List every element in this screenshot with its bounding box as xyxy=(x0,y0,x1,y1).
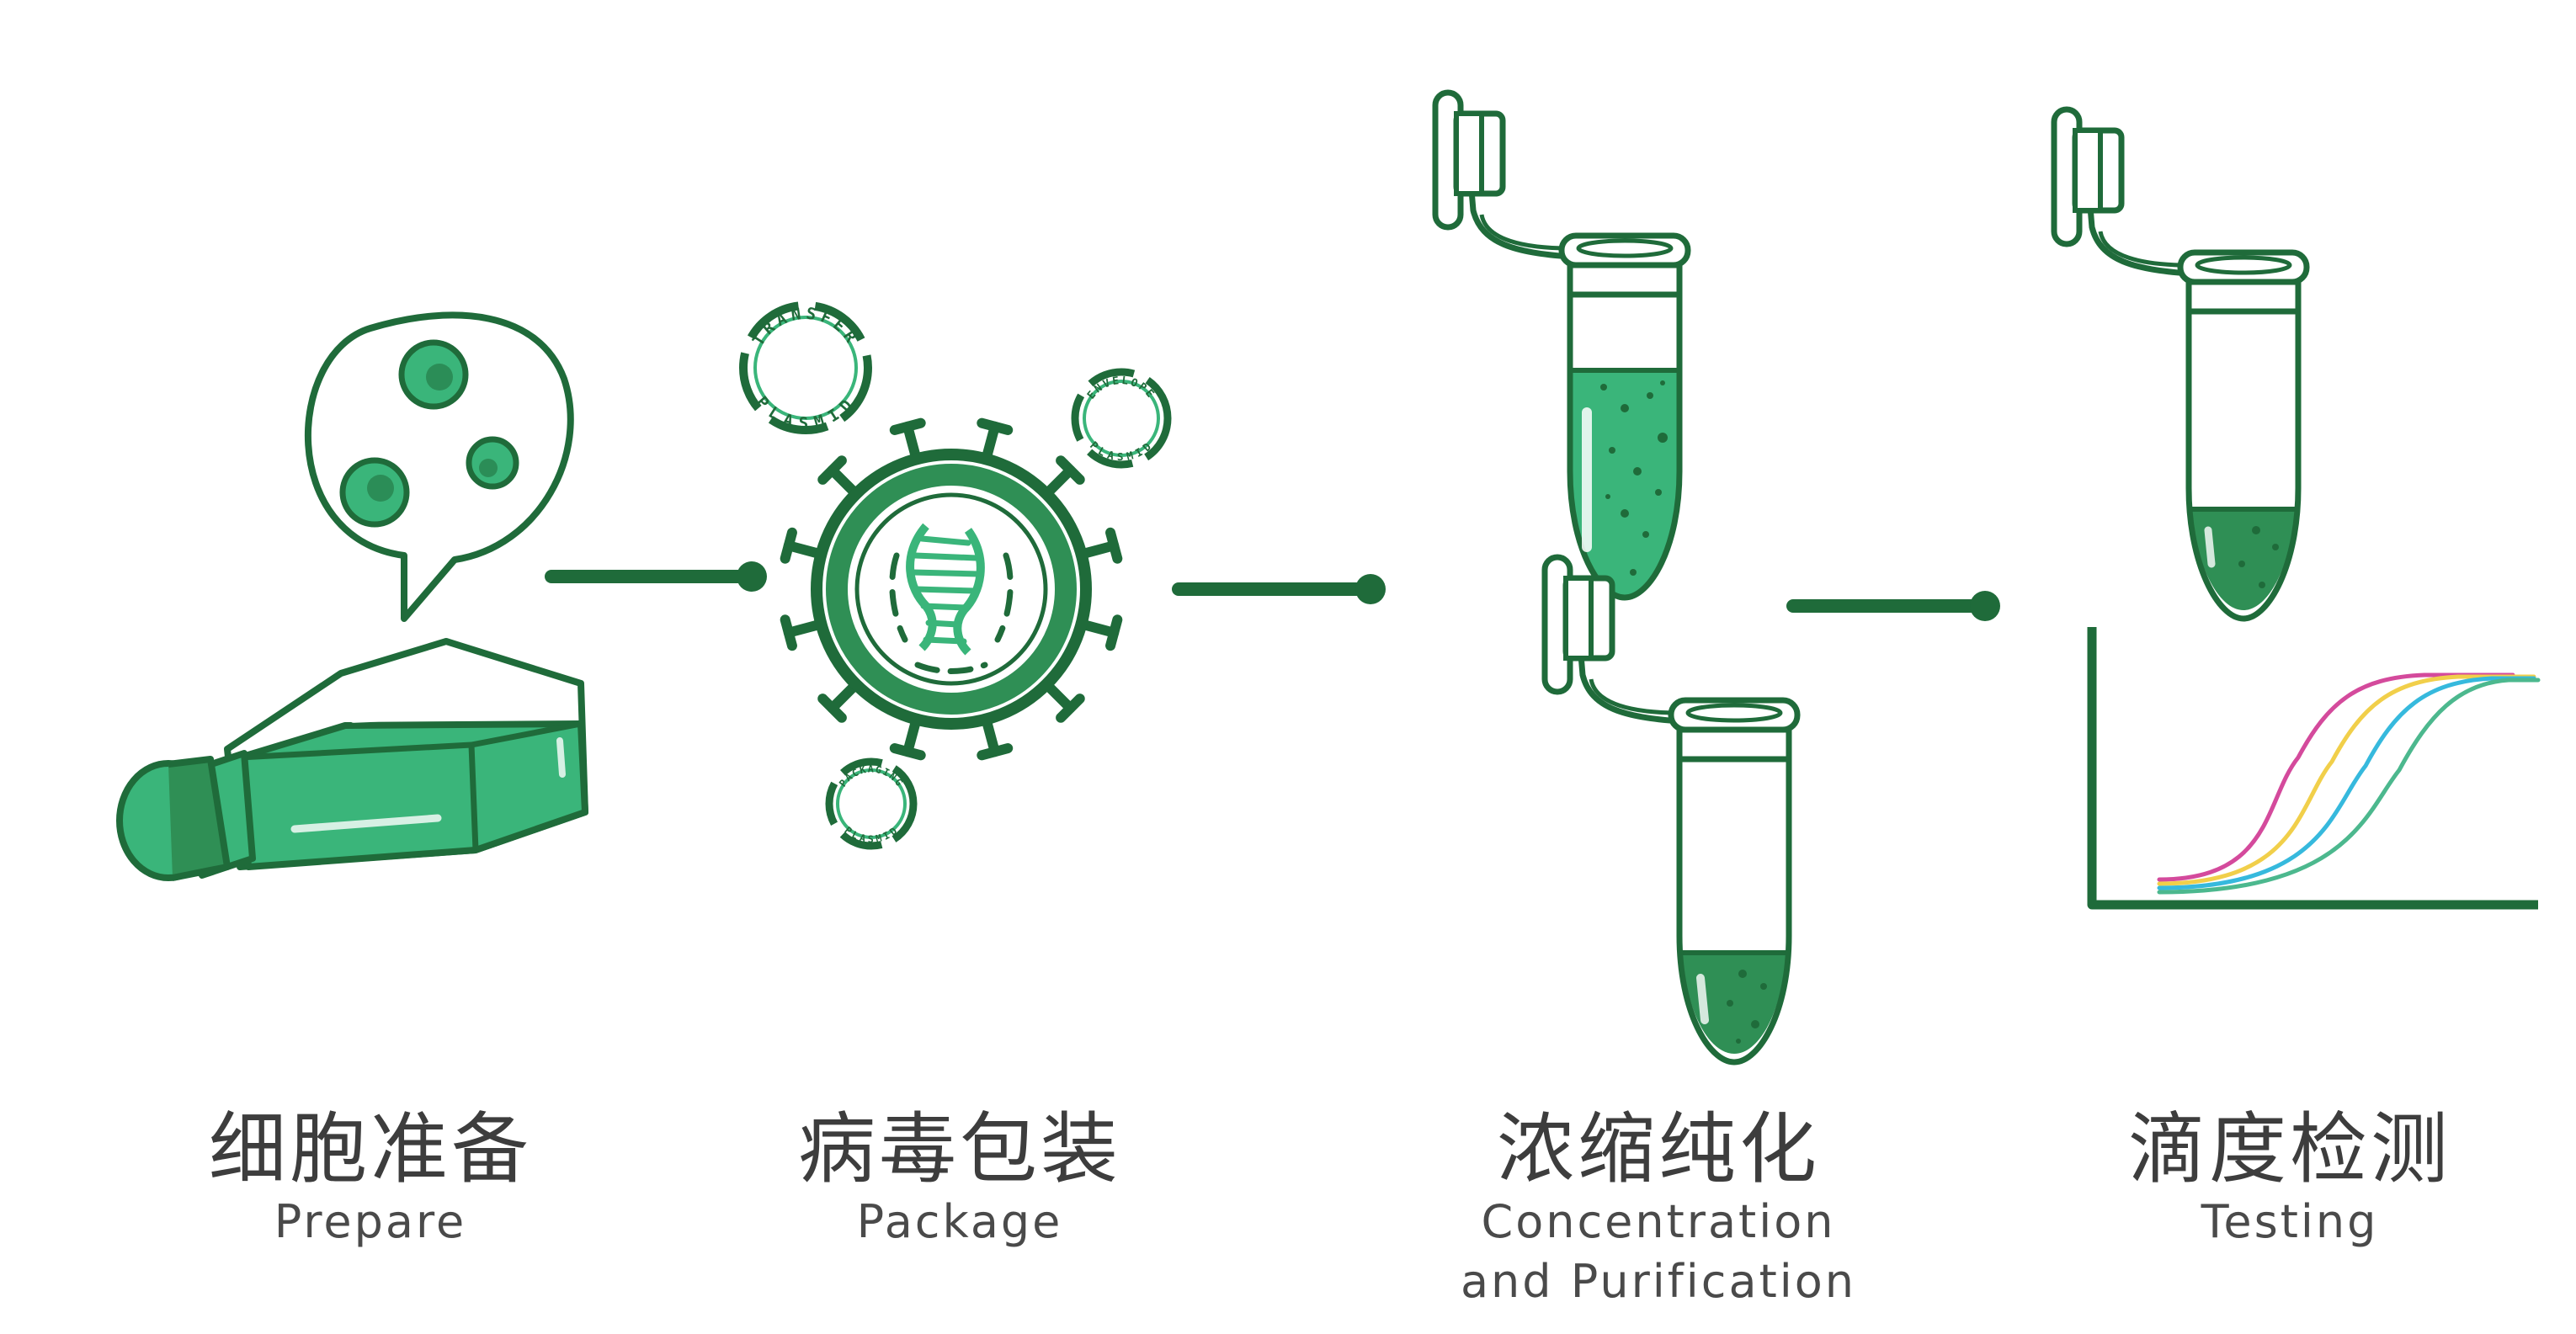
step-label-testing: 滴度检测 Testing xyxy=(2088,1107,2492,1252)
virus-spike-cap xyxy=(1056,694,1085,723)
centrifuge-tube-full-icon xyxy=(1432,89,1691,601)
virus-spike-cap xyxy=(1056,455,1085,485)
step-label-concentration: 浓缩纯化 Concentration and Purification xyxy=(1423,1107,1894,1312)
step-title-en: Prepare xyxy=(274,1195,467,1249)
speech-bubble-cells xyxy=(304,311,574,622)
virus-spike-cap xyxy=(780,614,797,651)
step-title-en-line2: and Purification xyxy=(1460,1255,1857,1309)
virus-spike-cap xyxy=(889,417,926,435)
virus-spike-cap xyxy=(1105,527,1123,564)
virus-spike-cap xyxy=(977,417,1014,435)
packaging-plasmid-icon: PACKAGING PLASMID xyxy=(825,757,918,850)
virus-spike-cap xyxy=(817,455,847,485)
centrifuge-tube-pellet-icon xyxy=(1541,554,1801,1066)
step-title-en: Testing xyxy=(2201,1195,2379,1249)
virus-icon xyxy=(780,417,1123,761)
virus-spike-cap xyxy=(780,527,797,564)
cell-icon xyxy=(466,436,519,490)
centrifuge-tube-small-pellet-icon xyxy=(2051,106,2310,622)
cell-icon xyxy=(398,339,469,410)
step-title-zh: 细胞准备 xyxy=(208,1104,532,1194)
step-title-zh: 病毒包装 xyxy=(797,1104,1121,1194)
connector-arrow xyxy=(545,561,767,592)
rna-strand xyxy=(906,523,985,656)
step-title-zh: 滴度检测 xyxy=(2127,1104,2451,1194)
virus-spike-cap xyxy=(1105,614,1123,651)
connector-arrow xyxy=(1786,591,2000,621)
connector-arrow xyxy=(1172,574,1386,604)
step-label-package: 病毒包装 Package xyxy=(758,1107,1162,1252)
virus-spike-cap xyxy=(977,743,1014,761)
cell-icon xyxy=(339,457,410,528)
culture-flask-icon xyxy=(116,638,588,881)
step-title-en: Package xyxy=(856,1195,1063,1249)
virus-spike-cap xyxy=(817,694,847,723)
step-title-en: Concentration xyxy=(1481,1195,1836,1249)
qpcr-amplification-plot xyxy=(2087,627,2541,910)
transfer-plasmid-icon: TRANSFER PLASMID xyxy=(739,301,872,434)
virus-spike-cap xyxy=(889,743,926,761)
envelope-plasmid-icon: ENVELOPE PLASMID xyxy=(1071,368,1172,469)
step-label-prepare: 细胞准备 Prepare xyxy=(168,1107,572,1252)
step-title-zh: 浓缩纯化 xyxy=(1496,1104,1820,1194)
